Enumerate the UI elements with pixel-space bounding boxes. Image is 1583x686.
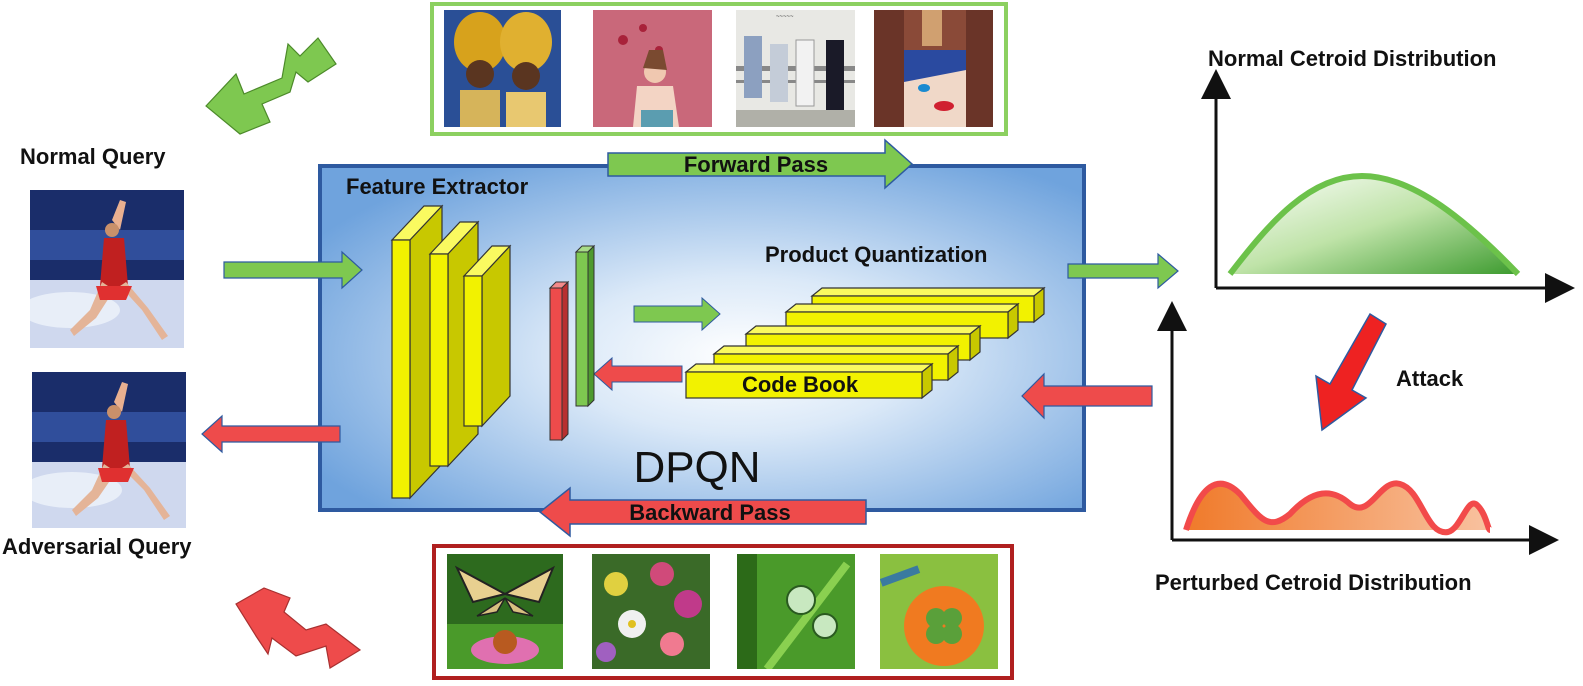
retrieval-bent-arrow-top	[205, 37, 337, 135]
perturbed-curve-line	[1183, 480, 1493, 536]
feature-extractor-label: Feature Extractor	[346, 174, 529, 199]
adversarial-retrieval-frame	[432, 544, 1014, 680]
retrieved-image-children-at-railing: ~~~~~	[736, 10, 855, 127]
normal-distribution-chart	[1201, 69, 1575, 303]
code-book-label: Code Book	[742, 372, 859, 397]
normal-query-label: Normal Query	[20, 144, 166, 169]
adversarial-output-arrow	[201, 414, 341, 454]
feature-to-codebook-arrow	[633, 296, 721, 332]
perturbed-distribution-chart	[1157, 301, 1559, 555]
adversarial-query-image	[32, 372, 186, 528]
adversarial-query-label: Adversarial Query	[2, 534, 192, 559]
query-input-arrow	[223, 250, 363, 290]
attack-arrow	[1315, 312, 1387, 432]
retrieved-image-pop-art-woman	[874, 10, 993, 127]
backward-pass-arrow	[538, 486, 867, 538]
retrieval-bent-arrow-bottom	[235, 587, 362, 669]
feature-extractor-blocks	[390, 204, 512, 500]
retrieved-image-women-in-gold-headdresses	[444, 10, 561, 127]
attack-label: Attack	[1396, 366, 1464, 391]
backward-pass-label: Backward Pass	[629, 500, 790, 525]
forward-pass-label: Forward Pass	[684, 152, 828, 177]
forward-pass-arrow	[607, 138, 914, 190]
normal-distribution-title: Normal Cetroid Distribution	[1208, 46, 1497, 71]
code-book-bars	[684, 286, 1046, 400]
retrieved-image-butterfly-on-flower	[447, 554, 563, 669]
svg-text:~~~~~: ~~~~~	[776, 14, 794, 20]
feature-vectors	[548, 244, 596, 442]
normal-curve-line	[1227, 172, 1521, 277]
normal-retrieval-frame	[430, 2, 1008, 136]
retrieved-image-girl-with-balloons	[593, 10, 712, 127]
pq-output-arrow	[1067, 252, 1179, 290]
retrieved-image-felt-clover-ornament	[880, 554, 998, 669]
retrieved-image-flower-field	[592, 554, 710, 669]
codebook-to-feature-arrow	[593, 356, 683, 392]
retrieved-image-dew-drops-on-grass	[737, 554, 855, 669]
dpqn-label: DPQN	[633, 443, 760, 492]
perturbed-distribution-title: Perturbed Cetroid Distribution	[1155, 570, 1472, 595]
gradient-back-arrow	[1021, 372, 1153, 420]
product-quantization-label: Product Quantization	[765, 242, 988, 267]
normal-query-image	[30, 190, 184, 348]
